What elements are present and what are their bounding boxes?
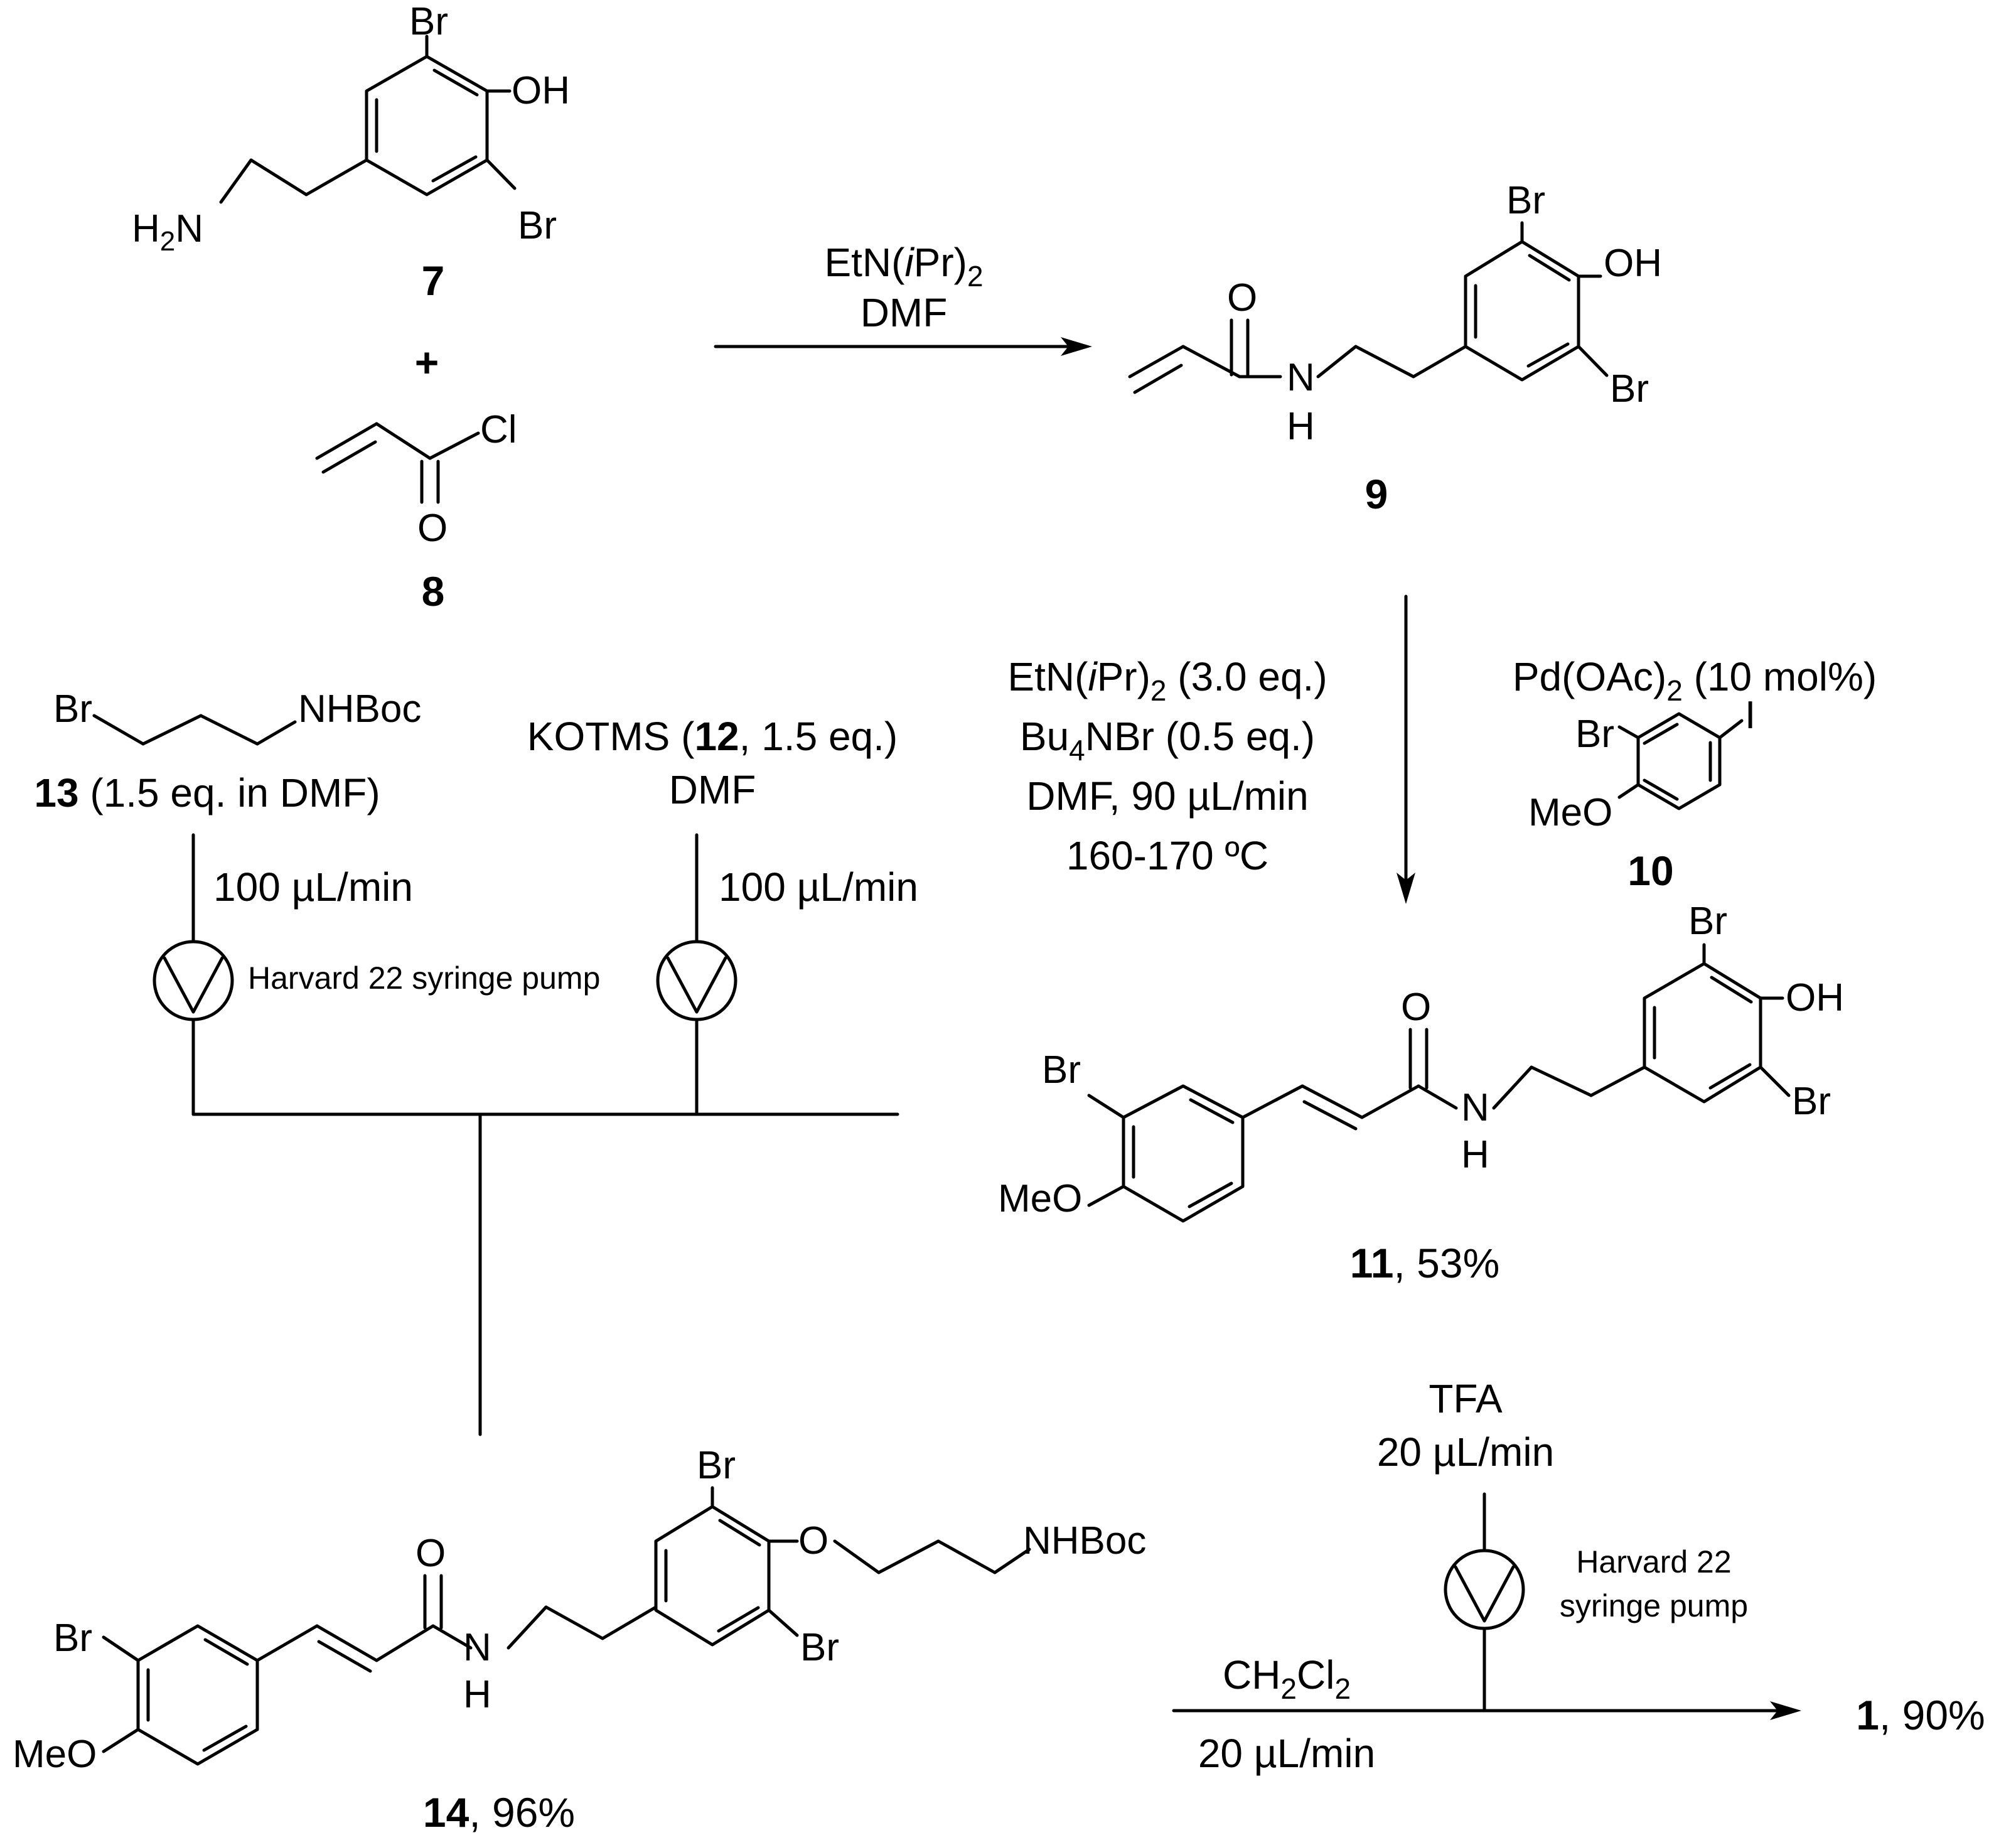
compound-11-label: 11, 53% <box>1350 1240 1500 1286</box>
syringe-pump-icon <box>656 940 737 1021</box>
atom-label: OH <box>512 69 570 112</box>
step3-pump-label: Harvard 22 syringe pump <box>248 960 600 996</box>
atom-label: Br <box>409 0 448 43</box>
atom-label: Br <box>1688 900 1727 943</box>
step2-line4: 160-170 ºC <box>1066 833 1268 878</box>
step4-pump-line1: Harvard 22 <box>1576 1544 1731 1579</box>
step4-reagent: TFA <box>1429 1376 1503 1421</box>
step4-pump-line2: syringe pump <box>1560 1588 1748 1623</box>
step1-base: EtN(iPr)2 <box>824 240 983 293</box>
step1-solvent: DMF <box>861 290 948 335</box>
atom-label: O <box>417 507 448 550</box>
compound-14-label: 14, 96% <box>423 1789 575 1836</box>
atom-label: Br <box>697 1444 736 1487</box>
arrowhead-icon <box>1770 1701 1801 1720</box>
step3-flow-left: 100 µL/min <box>213 864 413 910</box>
step2-line3: DMF, 90 µL/min <box>1026 773 1308 819</box>
atom-label: H <box>1287 405 1315 448</box>
atom-label: OH <box>1604 242 1662 285</box>
compound-9-label: 9 <box>1365 471 1388 517</box>
step3-reagent: KOTMS (12, 1.5 eq.) <box>527 714 898 759</box>
step2-catalyst: Pd(OAc)2 (10 mol%) <box>1513 654 1877 707</box>
plus-sign: + <box>415 339 439 385</box>
arrowhead-icon <box>1397 873 1415 904</box>
atom-label: Br <box>1575 713 1614 756</box>
atom-label: N <box>1461 1086 1489 1129</box>
compound-7-structure: Br OH Br H2N <box>132 0 570 257</box>
atom-label: Br <box>518 204 557 247</box>
compound-13-label: 13 (1.5 eq. in DMF) <box>34 770 380 815</box>
atom-label: Br <box>1610 367 1649 411</box>
compound-8-structure: Cl O <box>315 408 517 550</box>
syringe-pump-icon <box>153 940 234 1021</box>
atom-label: O <box>1227 276 1257 320</box>
atom-label: MeO <box>13 1733 97 1776</box>
atom-label: Br <box>1506 179 1545 222</box>
atom-label: OH <box>1786 976 1844 1019</box>
compound-10-label: 10 <box>1627 847 1673 894</box>
atom-label: NHBoc <box>298 687 421 731</box>
amine-label: H2N <box>132 207 203 257</box>
atom-label: MeO <box>998 1177 1082 1220</box>
compound-10-structure: Br I MeO <box>1528 694 1756 834</box>
atom-label: H <box>463 1673 491 1716</box>
step3-solvent: DMF <box>669 767 756 812</box>
atom-label: Br <box>53 1616 92 1660</box>
step4-solvent-flow: 20 µL/min <box>1198 1731 1375 1776</box>
atom-label: O <box>798 1519 828 1563</box>
step4-solvent: CH2Cl2 <box>1223 1652 1351 1705</box>
atom-label: I <box>1745 694 1756 737</box>
atom-label: NHBoc <box>1023 1519 1146 1563</box>
compound-9-structure: O N H Br OH Br <box>1128 179 1662 448</box>
step3-flow-right: 100 µL/min <box>719 864 918 910</box>
atom-label: Cl <box>480 408 517 451</box>
syringe-pump-icon <box>1444 1549 1525 1630</box>
atom-label: Br <box>1792 1080 1831 1123</box>
step2-line1: EtN(iPr)2 (3.0 eq.) <box>1007 654 1327 707</box>
atom-label: N <box>463 1626 491 1669</box>
arrowhead-icon <box>1061 337 1092 356</box>
compound-13-structure: Br NHBoc <box>53 687 421 746</box>
atom-label: Br <box>800 1626 839 1669</box>
step4-reagent-flow: 20 µL/min <box>1377 1429 1554 1475</box>
step2-line2: Bu4NBr (0.5 eq.) <box>1020 714 1315 767</box>
compound-7-label: 7 <box>422 257 445 304</box>
atom-label: Br <box>53 687 92 731</box>
compound-8-label: 8 <box>422 568 445 615</box>
atom-label: O <box>416 1532 446 1575</box>
atom-label: O <box>1401 986 1431 1029</box>
product-1-label: 1, 90% <box>1856 1692 1985 1738</box>
atom-label: H <box>1461 1133 1489 1176</box>
compound-11-structure: Br MeO O N H Br OH Br <box>998 900 1844 1223</box>
atom-label: N <box>1287 356 1315 399</box>
compound-14-structure: Br MeO O N H Br O NHBoc Br <box>13 1444 1146 1776</box>
atom-label: Br <box>1042 1048 1081 1092</box>
atom-label: MeO <box>1528 791 1612 834</box>
